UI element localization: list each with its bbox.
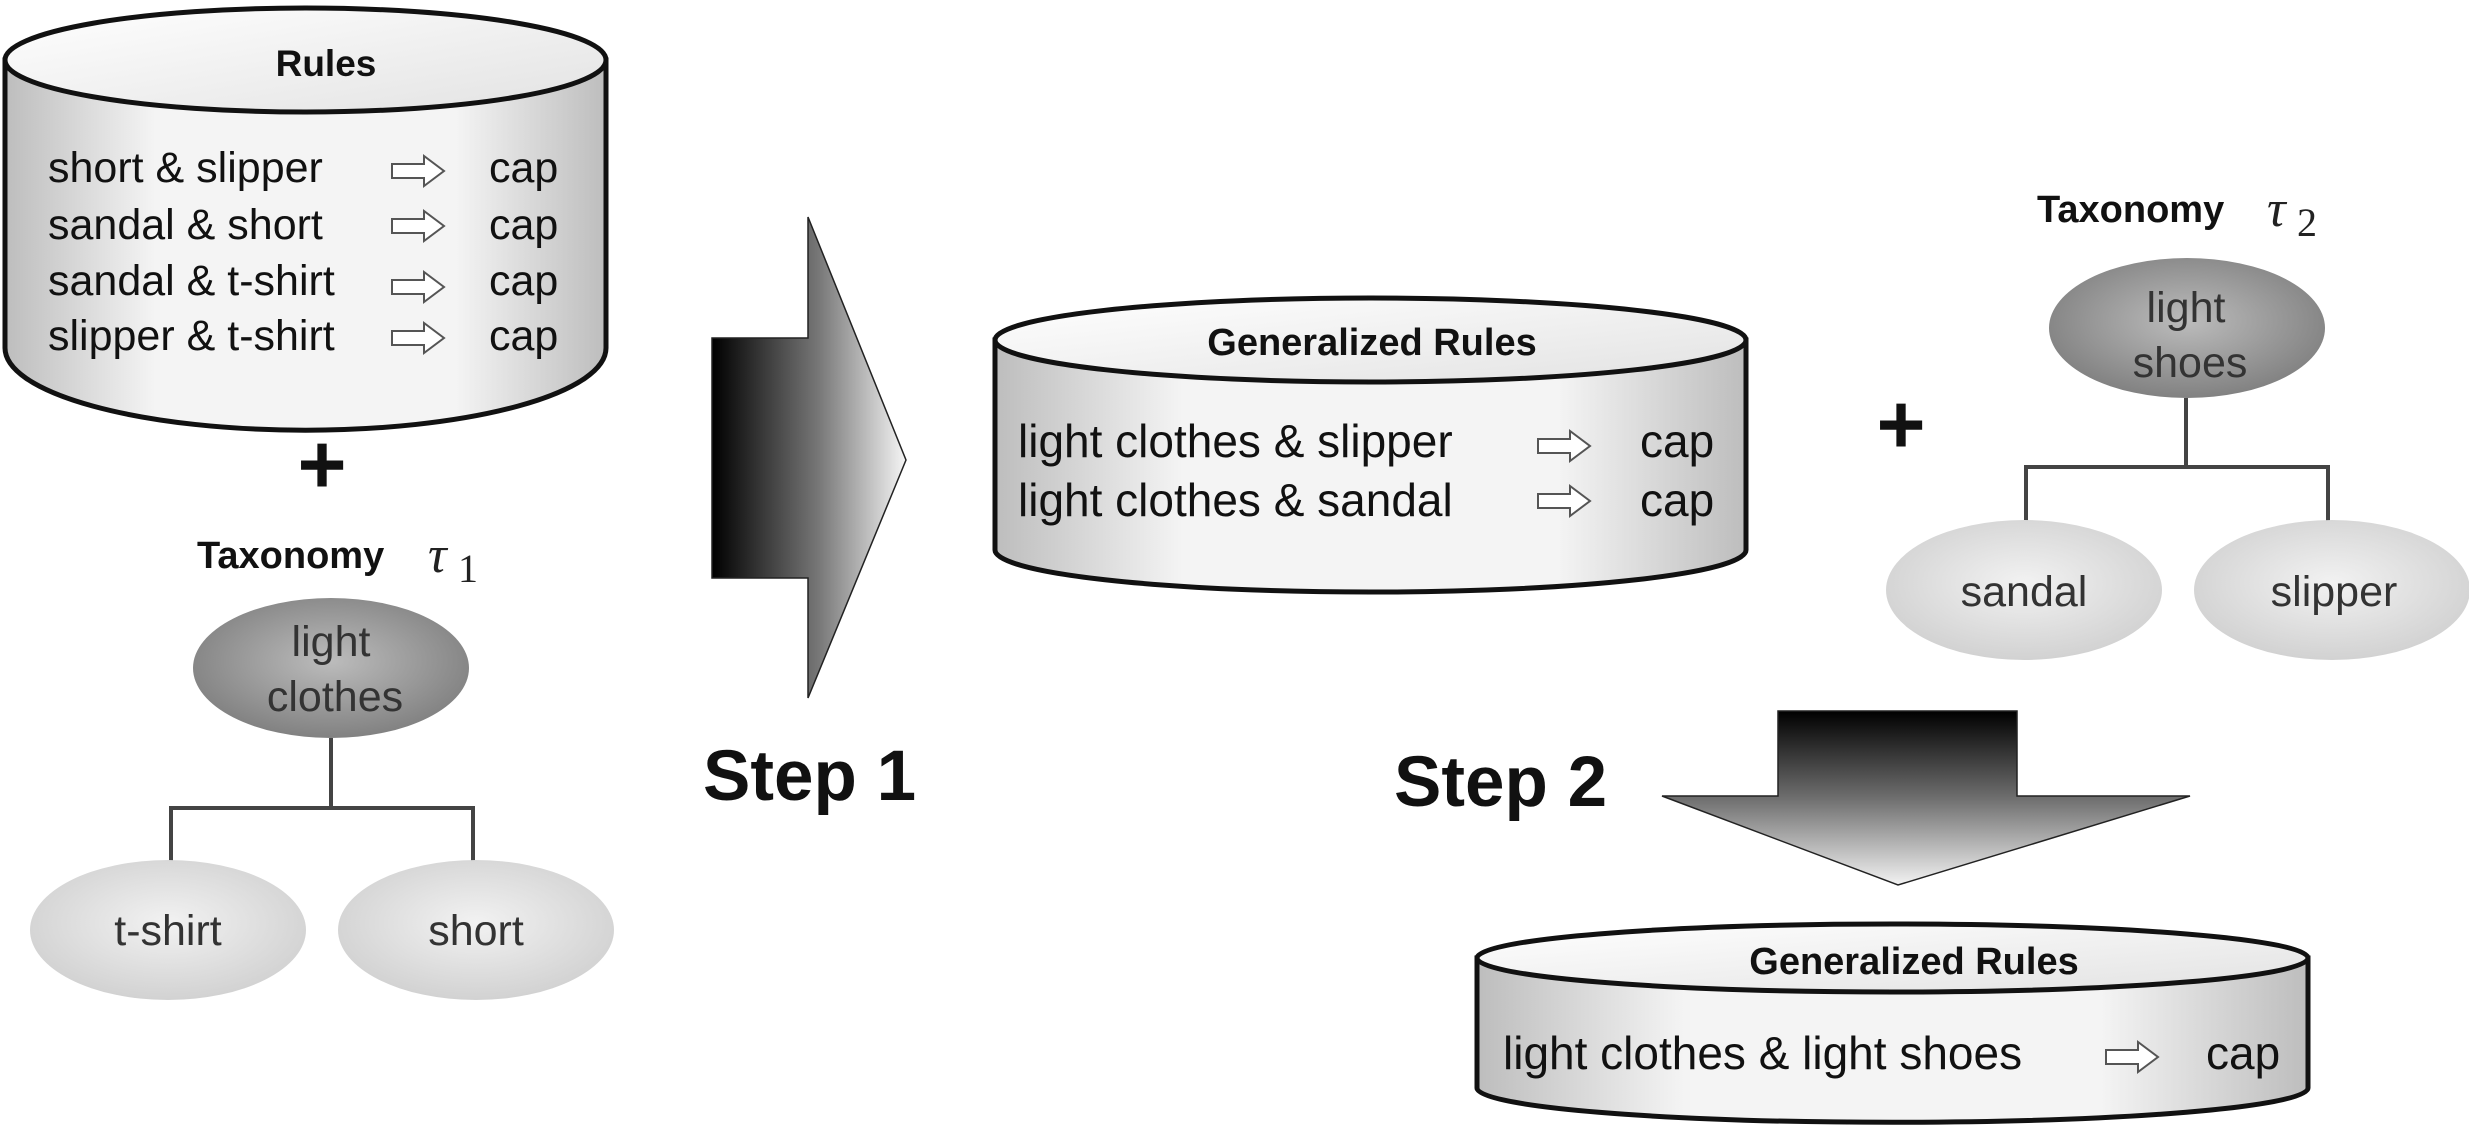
taxonomy-1-symbol: τ	[428, 527, 449, 584]
rules-row-3-lhs: sandal & t-shirt	[48, 257, 335, 305]
generalized-rules-1-row-2-lhs: light clothes & sandal	[1018, 474, 1453, 526]
rules-title: Rules	[276, 43, 377, 84]
generalized-rules-2-row-1-lhs: light clothes & light shoes	[1503, 1027, 2022, 1079]
generalized-rules-database-1: Generalized Rules light clothes & slippe…	[992, 295, 1749, 595]
generalized-rules-1-row-2-rhs: cap	[1640, 474, 1714, 526]
taxonomy-2-child-node	[1886, 520, 2162, 660]
taxonomy-2-root-line2: shoes	[2133, 339, 2248, 387]
taxonomy-1-root-line1: light	[292, 618, 371, 666]
taxonomy-2-subscript: 2	[2297, 200, 2317, 245]
step-2-label: Step 2	[1394, 743, 1607, 822]
taxonomy-2-child-2-label: slipper	[2271, 568, 2398, 616]
generalized-rules-1-row-1-lhs: light clothes & slipper	[1018, 415, 1453, 467]
rules-row-2-rhs: cap	[489, 201, 558, 249]
plus-icon: +	[297, 417, 346, 511]
rules-row-4-rhs: cap	[489, 312, 558, 360]
taxonomy-1-subscript: 1	[458, 546, 478, 591]
taxonomy-1-root-node	[193, 598, 469, 738]
taxonomy-1-child-node	[30, 860, 306, 1000]
step-1-arrow	[711, 216, 907, 699]
taxonomy-2-child-node	[2194, 520, 2469, 660]
generalized-rules-database-2: Generalized Rules light clothes & light …	[1474, 921, 2311, 1125]
rules-database: Rules short & slipper cap sandal & short…	[2, 5, 609, 433]
taxonomy-2-label: Taxonomy	[2037, 189, 2224, 231]
step-2-arrow	[1661, 710, 2191, 886]
taxonomy-2-child-1-label: sandal	[1961, 568, 2088, 616]
rules-row-1-rhs: cap	[489, 144, 558, 192]
taxonomy-1-label: Taxonomy	[197, 535, 384, 577]
taxonomy-2-symbol: τ	[2267, 181, 2288, 238]
rules-row-4-lhs: slipper & t-shirt	[48, 312, 335, 360]
taxonomy-1: Taxonomy τ 1 light clothes t-shirt short	[30, 527, 614, 1000]
taxonomy-2: Taxonomy τ 2 light shoes sandal slipper	[1886, 181, 2469, 660]
taxonomy-2-root-line1: light	[2147, 284, 2226, 332]
step-1-label: Step 1	[703, 737, 916, 816]
rules-row-3-rhs: cap	[489, 257, 558, 305]
taxonomy-2-root-node	[2049, 258, 2325, 398]
taxonomy-1-child-2-label: short	[428, 907, 524, 955]
generalized-rules-2-row-1-rhs: cap	[2206, 1027, 2280, 1079]
rules-row-2-lhs: sandal & short	[48, 201, 323, 249]
generalized-rules-2-title: Generalized Rules	[1749, 941, 2078, 983]
generalized-rules-1-row-1-rhs: cap	[1640, 415, 1714, 467]
taxonomy-1-child-1-label: t-shirt	[114, 907, 222, 955]
plus-icon: +	[1876, 377, 1925, 471]
taxonomy-1-child-node	[338, 860, 614, 1000]
generalized-rules-1-title: Generalized Rules	[1207, 322, 1536, 364]
taxonomy-1-root-line2: clothes	[267, 673, 403, 721]
rules-row-1-lhs: short & slipper	[48, 144, 323, 192]
